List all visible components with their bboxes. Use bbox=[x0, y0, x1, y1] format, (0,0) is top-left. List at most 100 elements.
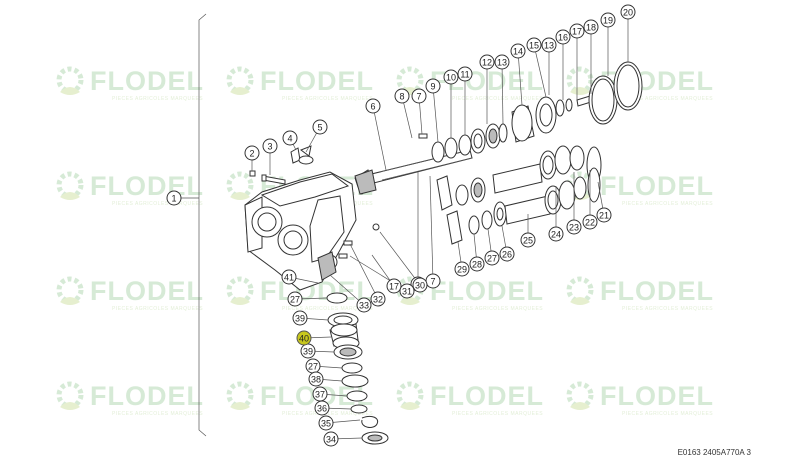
callout-35[interactable]: 35 bbox=[318, 415, 334, 431]
callout-circle bbox=[281, 269, 297, 285]
callout-31[interactable]: 31 bbox=[399, 283, 415, 299]
watermark-field-icon bbox=[60, 192, 80, 200]
callout-leader bbox=[501, 61, 504, 125]
callout-28[interactable]: 28 bbox=[469, 256, 485, 272]
callout-32[interactable]: 32 bbox=[370, 291, 386, 307]
watermark-brand: FLODEL bbox=[600, 276, 714, 306]
callout-circle bbox=[484, 250, 500, 266]
callout-39a[interactable]: 39 bbox=[292, 310, 308, 326]
callout-33[interactable]: 33 bbox=[356, 297, 372, 313]
callout-label: 15 bbox=[529, 41, 539, 51]
callout-8a[interactable]: 8 bbox=[394, 88, 410, 104]
callout-13a[interactable]: 13 bbox=[494, 54, 510, 70]
callout-11[interactable]: 11 bbox=[457, 66, 473, 82]
callout-12[interactable]: 12 bbox=[479, 54, 495, 70]
callout-24[interactable]: 24 bbox=[548, 226, 564, 242]
callout-leader bbox=[432, 85, 439, 143]
callout-14[interactable]: 14 bbox=[510, 43, 526, 59]
callout-16[interactable]: 16 bbox=[555, 29, 571, 45]
callout-7a[interactable]: 7 bbox=[411, 88, 427, 104]
watermark-field-icon bbox=[60, 87, 80, 95]
callout-17a[interactable]: 17 bbox=[569, 23, 585, 39]
callout-26[interactable]: 26 bbox=[499, 246, 515, 262]
callout-label: 39 bbox=[295, 314, 305, 324]
callout-30[interactable]: 30 bbox=[412, 277, 428, 293]
callout-23[interactable]: 23 bbox=[566, 219, 582, 235]
callout-label: 34 bbox=[326, 435, 336, 445]
callout-36[interactable]: 36 bbox=[314, 400, 330, 416]
watermark-field-icon bbox=[400, 402, 420, 410]
callout-6[interactable]: 6 bbox=[365, 98, 381, 114]
callout-circle bbox=[394, 88, 410, 104]
callout-19[interactable]: 19 bbox=[600, 12, 616, 28]
callout-10[interactable]: 10 bbox=[443, 69, 459, 85]
callout-circle bbox=[454, 261, 470, 277]
callout-4[interactable]: 4 bbox=[282, 130, 298, 146]
callout-circle bbox=[399, 283, 415, 299]
watermark-brand: FLODEL bbox=[600, 171, 714, 201]
callout-circle bbox=[510, 43, 526, 59]
callout-27b[interactable]: 27 bbox=[287, 291, 303, 307]
callout-label: 11 bbox=[460, 70, 469, 80]
callout-label: 22 bbox=[585, 218, 595, 228]
callout-38[interactable]: 38 bbox=[308, 371, 324, 387]
callout-37[interactable]: 37 bbox=[312, 386, 328, 402]
callout-label: 5 bbox=[317, 123, 322, 133]
diagram-reference-code: E0163 2405A770A 3 bbox=[677, 448, 751, 457]
callout-39b[interactable]: 39 bbox=[300, 343, 316, 359]
watermark-tagline: PIECES AGRICOLES MARQUEES bbox=[112, 411, 203, 417]
callout-leader bbox=[429, 175, 434, 282]
callout-label: 21 bbox=[599, 211, 609, 221]
callout-circle bbox=[583, 19, 599, 35]
callout-5[interactable]: 5 bbox=[312, 119, 328, 135]
watermark-field-icon bbox=[230, 87, 250, 95]
callout-17b[interactable]: 17 bbox=[386, 278, 402, 294]
watermark-tagline: PIECES AGRICOLES MARQUEES bbox=[282, 411, 373, 417]
callout-27c[interactable]: 27 bbox=[305, 358, 321, 374]
callout-circle bbox=[244, 145, 260, 161]
watermark-brand: FLODEL bbox=[260, 66, 374, 96]
callout-leader bbox=[379, 231, 421, 286]
callout-20[interactable]: 20 bbox=[620, 4, 636, 20]
watermark-field-icon bbox=[60, 297, 80, 305]
callout-41[interactable]: 41 bbox=[281, 269, 297, 285]
callout-13b[interactable]: 13 bbox=[541, 37, 557, 53]
callout-29[interactable]: 29 bbox=[454, 261, 470, 277]
callout-circle bbox=[323, 431, 339, 447]
watermark-brand: FLODEL bbox=[90, 66, 204, 96]
callout-22[interactable]: 22 bbox=[582, 214, 598, 230]
callout-40[interactable]: 40 bbox=[296, 330, 312, 346]
callout-1[interactable]: 1 bbox=[166, 190, 182, 206]
callout-25[interactable]: 25 bbox=[520, 232, 536, 248]
callout-label: 27 bbox=[487, 254, 497, 264]
callout-label: 10 bbox=[446, 73, 456, 83]
watermark-brand: FLODEL bbox=[90, 171, 204, 201]
callout-circle bbox=[166, 190, 182, 206]
watermark-tagline: PIECES AGRICOLES MARQUEES bbox=[622, 306, 713, 312]
callout-circle bbox=[365, 98, 381, 114]
callout-2[interactable]: 2 bbox=[244, 145, 260, 161]
callout-label: 35 bbox=[321, 419, 331, 429]
callout-label: 9 bbox=[430, 82, 435, 92]
callout-15[interactable]: 15 bbox=[526, 37, 542, 53]
callout-label: 25 bbox=[523, 236, 533, 246]
callout-9[interactable]: 9 bbox=[425, 78, 441, 94]
callout-label: 28 bbox=[472, 260, 482, 270]
callout-circle bbox=[296, 330, 312, 346]
callout-21[interactable]: 21 bbox=[596, 207, 612, 223]
callout-34[interactable]: 34 bbox=[323, 431, 339, 447]
callout-circle bbox=[292, 310, 308, 326]
callout-label: 36 bbox=[317, 404, 327, 414]
callout-circle bbox=[312, 386, 328, 402]
callout-7b[interactable]: 7 bbox=[425, 273, 441, 289]
callout-layer: 1234567788910111213131415161717181920212… bbox=[166, 4, 636, 447]
callout-27a[interactable]: 27 bbox=[484, 250, 500, 266]
callout-18[interactable]: 18 bbox=[583, 19, 599, 35]
callout-3[interactable]: 3 bbox=[262, 138, 278, 154]
watermark-brand: FLODEL bbox=[90, 276, 204, 306]
